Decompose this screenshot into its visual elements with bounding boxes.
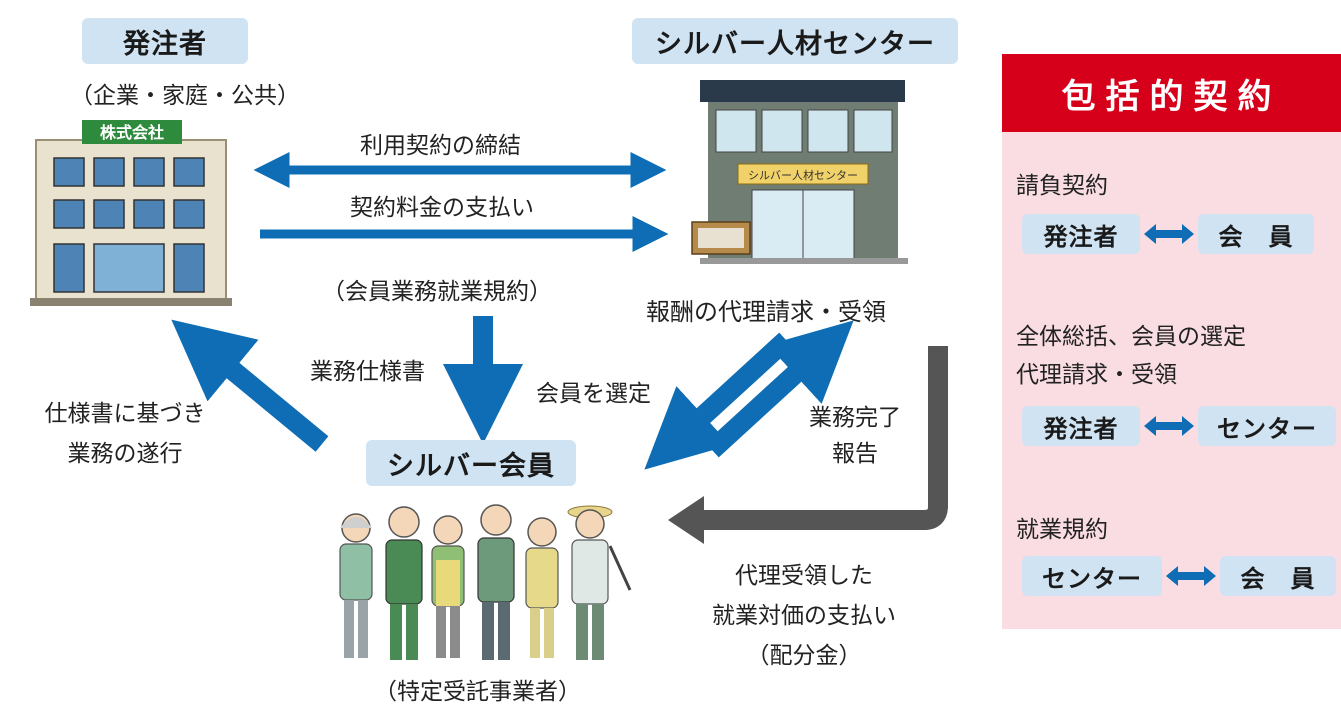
- center-title: シルバー人材センター: [632, 18, 958, 64]
- orderer-title: 発注者: [82, 18, 248, 64]
- distribution-arrow: [668, 346, 948, 544]
- report-arrow: [705, 320, 854, 458]
- double-arrow-icon: [1144, 416, 1194, 436]
- perform-line-1: 仕様書に基づき: [44, 401, 206, 427]
- section-3-left: センター: [1022, 556, 1162, 596]
- section-1-heading: 請負契約: [1016, 173, 1108, 199]
- select-arrow: [644, 332, 793, 470]
- spec-label: 業務仕様書: [310, 359, 425, 385]
- section-2-heading-line-2: 代理請求・受領: [1016, 362, 1177, 388]
- completion-label: 業務完了 報告: [790, 400, 920, 472]
- section-2-heading-line-1: 全体総括、会員の選定: [1016, 324, 1246, 350]
- perform-label: 仕様書に基づき 業務の遂行: [20, 394, 230, 474]
- section-1-right: 会 員: [1198, 214, 1314, 254]
- center-caption: 報酬の代理請求・受領: [646, 298, 886, 326]
- company-sign: 株式会社: [100, 123, 164, 142]
- completion-line-1: 業務完了: [809, 405, 901, 431]
- double-arrow-icon: [1144, 224, 1194, 244]
- section-3-right: 会 員: [1220, 556, 1336, 596]
- distribution-line-3: （配分金）: [746, 643, 862, 669]
- section-1-left: 発注者: [1022, 214, 1140, 254]
- contract-label: 利用契約の締結: [360, 133, 521, 159]
- distribution-label: 代理受領した 就業対価の支払い （配分金）: [674, 556, 934, 676]
- section-2-heading: 全体総括、会員の選定 代理請求・受領: [1016, 318, 1246, 394]
- member-title: シルバー会員: [366, 440, 576, 486]
- orderer-subtitle: （企業・家庭・公共）: [70, 83, 300, 109]
- distribution-line-1: 代理受領した: [735, 563, 873, 589]
- perform-arrow: [171, 319, 329, 452]
- company-building-icon: 株式会社: [30, 120, 232, 306]
- double-arrow-icon: [1166, 566, 1216, 586]
- section-3-heading: 就業規約: [1016, 517, 1108, 543]
- comprehensive-contract-panel: 包括的契約 請負契約 発注者 会 員 全体総括、会員の選定 代理請求・受領 発注…: [1002, 54, 1341, 629]
- rules-note: （会員業務就業規約）: [322, 279, 552, 305]
- select-label: 会員を選定: [536, 381, 651, 407]
- member-caption: （特定受託事業者）: [374, 679, 581, 705]
- perform-line-2: 業務の遂行: [67, 441, 183, 467]
- payment-label: 契約料金の支払い: [350, 195, 534, 221]
- members-illustration: [339, 504, 632, 660]
- center-building-icon: シルバー人材センター: [691, 80, 908, 264]
- section-2-left: 発注者: [1022, 406, 1140, 446]
- center-sign: シルバー人材センター: [748, 168, 858, 182]
- section-2-right: センター: [1198, 406, 1336, 446]
- distribution-line-2: 就業対価の支払い: [712, 603, 896, 629]
- completion-line-2: 報告: [832, 441, 878, 467]
- panel-title: 包括的契約: [1002, 54, 1341, 132]
